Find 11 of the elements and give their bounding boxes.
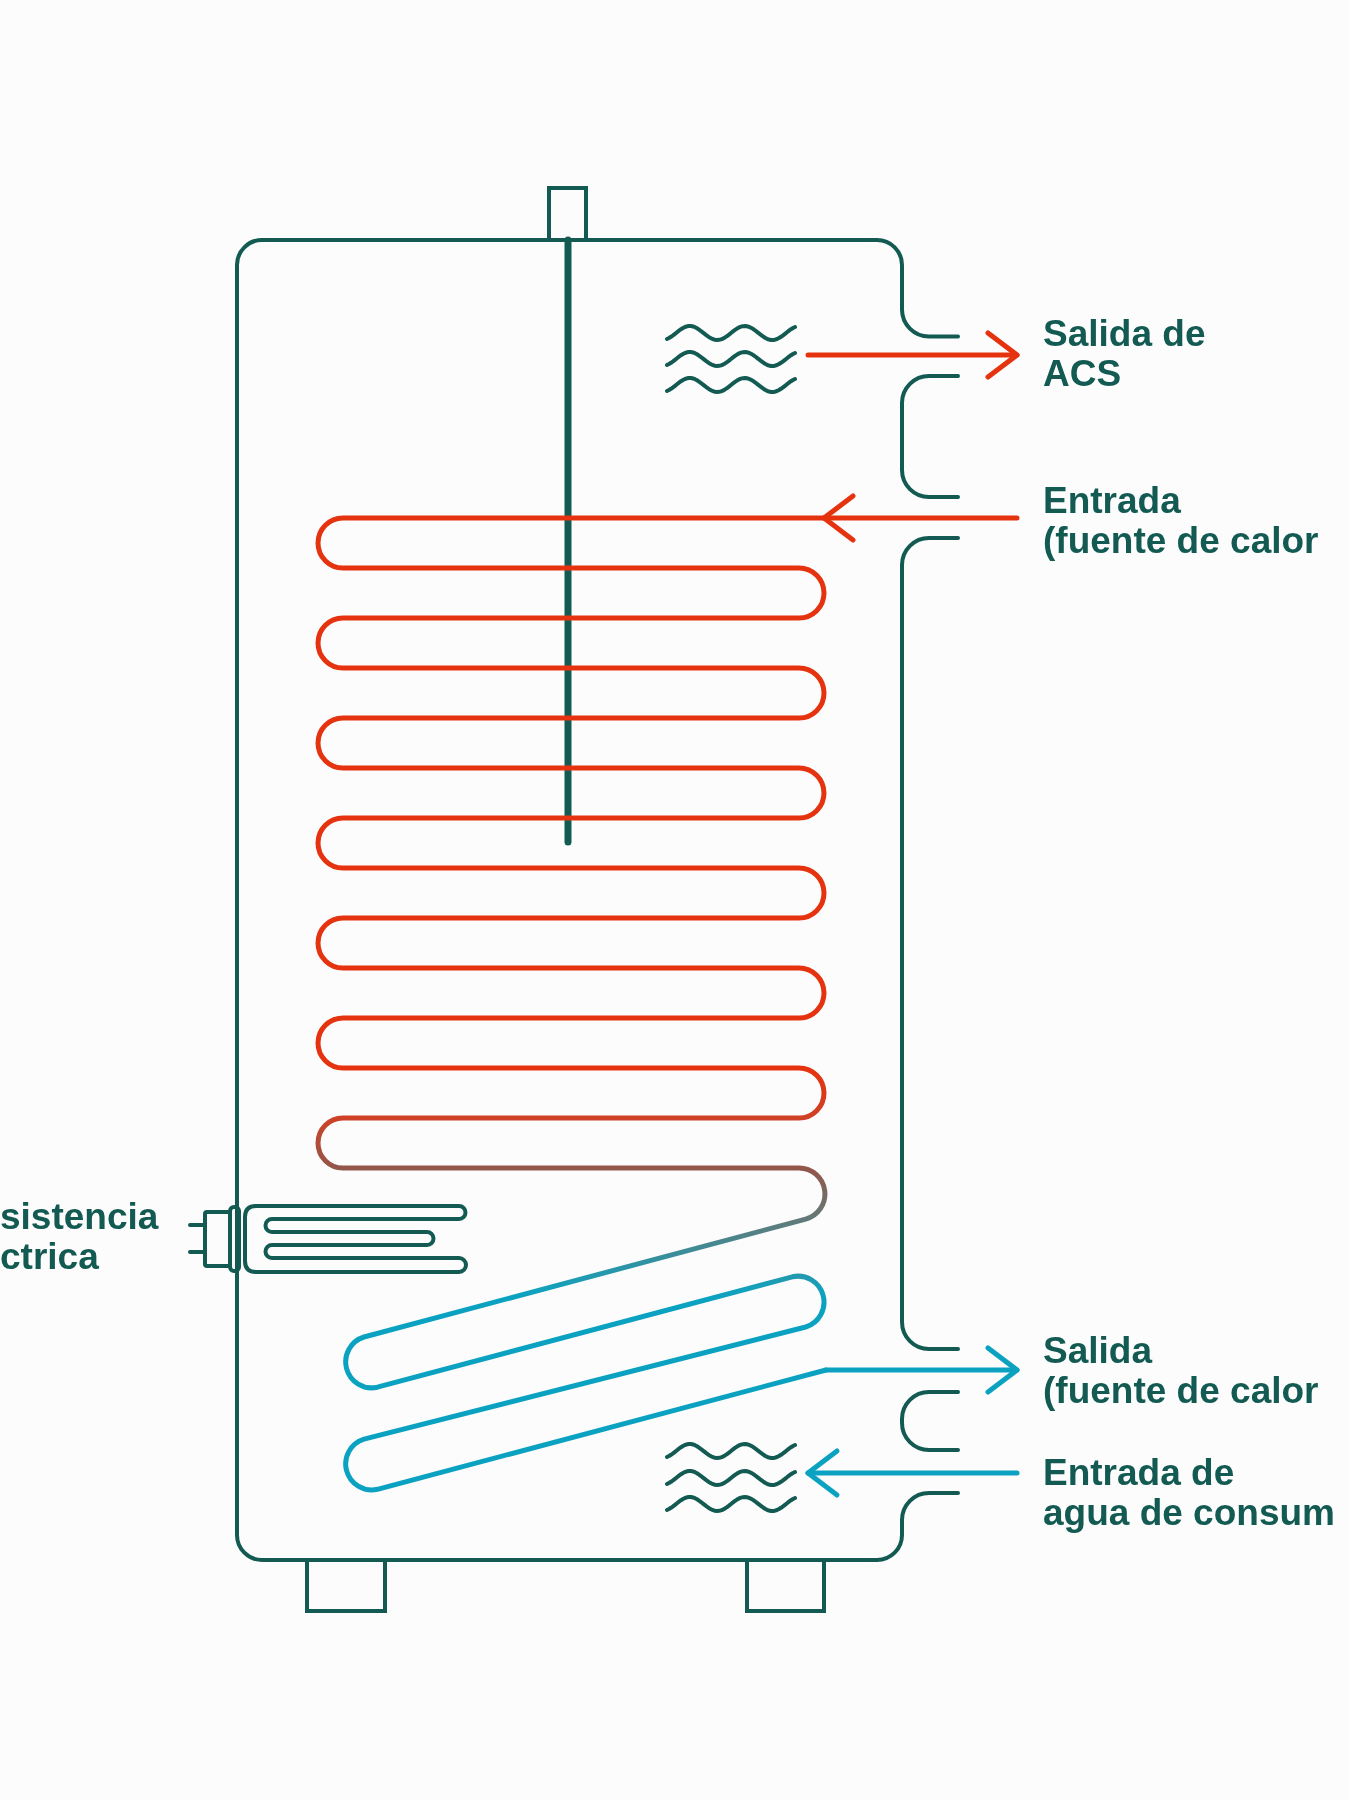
pipe-label: Salida (fuente de calor [1017, 1331, 1319, 1411]
flow-arrow [805, 1448, 1020, 1498]
flow-arrow [805, 330, 1020, 380]
pipe-label: Entrada (fuente de calor [1017, 481, 1319, 561]
pipe-label: Entrada de agua de consum [1017, 1453, 1335, 1533]
flow-arrow [821, 493, 1020, 543]
water-waves-icon [664, 324, 798, 394]
water-waves-icon [664, 1442, 798, 1513]
flow-arrow [823, 1345, 1020, 1395]
part-label: sistencia ctrica [0, 1197, 159, 1277]
pipe-label: Salida de ACS [1017, 314, 1206, 394]
